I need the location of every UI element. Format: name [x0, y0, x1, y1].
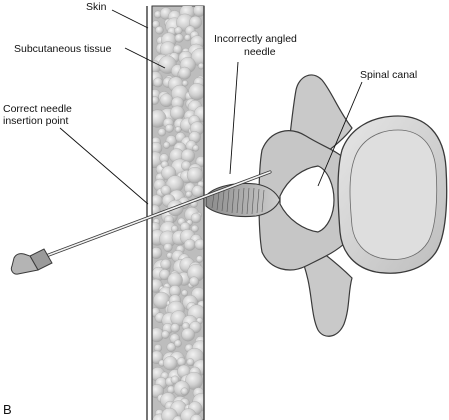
- fat-lobule: [163, 141, 171, 149]
- fat-lobules: [152, 6, 204, 420]
- fat-lobule: [197, 62, 204, 70]
- label-incorrect-needle-1: Incorrectly angled: [214, 33, 297, 45]
- leader-subcutaneous: [124, 47, 166, 69]
- leader-lines: [59, 9, 363, 205]
- needle: [10, 170, 272, 275]
- leader-spinal-canal: [317, 81, 363, 187]
- fat-lobule: [181, 327, 195, 342]
- fat-lobule: [191, 185, 204, 198]
- fat-lobule: [189, 15, 202, 29]
- label-skin: Skin: [86, 1, 107, 13]
- leader-skin: [111, 9, 149, 29]
- fat-lobule: [166, 342, 176, 352]
- fat-lobule: [161, 330, 170, 339]
- fat-lobule: [170, 323, 180, 333]
- fat-lobule: [185, 190, 193, 198]
- label-incorrect-needle-2: needle: [244, 46, 276, 58]
- fat-lobule: [159, 93, 174, 107]
- fat-lobule: [153, 77, 163, 88]
- fat-lobule: [174, 33, 184, 43]
- fat-lobule: [192, 144, 200, 152]
- fat-lobule: [184, 34, 192, 42]
- fat-lobule: [189, 414, 203, 420]
- fat-lobule: [194, 238, 204, 251]
- fat-lobule: [188, 83, 204, 101]
- label-subcutaneous-tissue: Subcutaneous tissue: [14, 43, 112, 55]
- fat-lobule: [185, 371, 203, 390]
- needle-hub: [10, 253, 39, 275]
- fat-lobule: [174, 26, 183, 35]
- vertebra: [205, 74, 448, 337]
- label-spinal-canal: Spinal canal: [360, 69, 417, 81]
- label-correct-point-2: insertion point: [3, 115, 68, 127]
- fat-lobule: [160, 185, 172, 196]
- fat-lobule: [170, 375, 180, 385]
- fat-lobule: [152, 247, 163, 259]
- needle-shaft: [45, 171, 271, 257]
- spinal-canal: [279, 165, 335, 233]
- fat-lobule: [165, 123, 174, 133]
- fat-lobule: [190, 212, 202, 224]
- tissue-layer: [146, 5, 205, 420]
- fat-lobule: [174, 126, 182, 133]
- fat-lobule: [157, 128, 166, 137]
- leader-incorrect-needle: [229, 61, 239, 175]
- vertebral-body-cancellous: [349, 129, 438, 260]
- fat-lobule: [180, 387, 189, 396]
- fat-lobule: [155, 26, 164, 35]
- labels: Skin Subcutaneous tissue Incorrectly ang…: [3, 1, 417, 417]
- fat-lobule: [169, 105, 185, 121]
- fat-lobule: [195, 255, 204, 263]
- fat-lobule: [163, 242, 173, 252]
- fat-lobule: [181, 80, 189, 87]
- fat-lobule: [174, 339, 182, 348]
- spinous-process-ridges: [211, 187, 265, 215]
- fat-lobule: [163, 356, 178, 371]
- fat-lobule: [186, 358, 195, 366]
- fat-lobule: [178, 66, 192, 80]
- fat-lobule: [183, 238, 196, 251]
- fat-lobule: [186, 166, 204, 184]
- label-correct-point-1: Correct needle: [3, 103, 72, 115]
- panel-letter: B: [3, 402, 12, 417]
- fat-lobule: [193, 6, 204, 17]
- fat-lobule: [152, 96, 159, 105]
- fat-lobule: [181, 289, 189, 297]
- fat-lobule: [191, 224, 199, 233]
- leader-insertion-point: [59, 127, 149, 205]
- fat-lobule: [189, 276, 200, 287]
